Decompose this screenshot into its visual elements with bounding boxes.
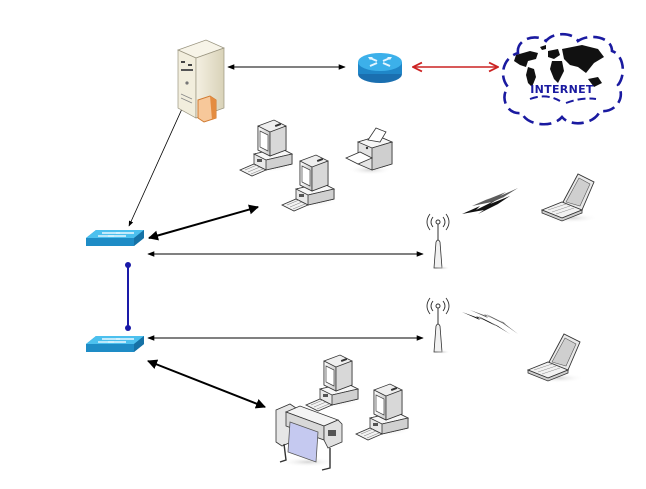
internet-cloud-icon[interactable]: INTERNET [501,32,625,126]
printer-icon[interactable] [345,127,394,175]
server-icon[interactable] [177,39,225,123]
internet-label: INTERNET [530,83,594,96]
plotter-icon[interactable] [275,403,343,471]
link-server-switch1 [128,99,187,227]
wireless-access-point-icon[interactable] [426,213,451,271]
wireless-access-point-icon[interactable] [426,297,451,355]
link-switch1-pcs [148,204,259,241]
switch-icon[interactable] [86,336,144,352]
workstation-group-2[interactable] [275,354,413,471]
switch-icon[interactable] [86,230,144,246]
wireless-signal-icon [462,188,518,214]
router-icon[interactable] [358,53,402,83]
connections [125,67,498,409]
desktop-computer-icon[interactable] [239,119,297,177]
desktop-computer-icon[interactable] [355,383,413,441]
workstation-group-1[interactable] [239,119,394,212]
wireless-signal-icon [462,310,518,334]
laptop-icon[interactable] [527,333,585,384]
link-switch1-switch2 [125,262,131,331]
desktop-computer-icon[interactable] [305,354,363,412]
world-map-icon [514,45,604,87]
laptop-icon[interactable] [541,173,599,224]
link-switch2-pcs [147,359,266,409]
